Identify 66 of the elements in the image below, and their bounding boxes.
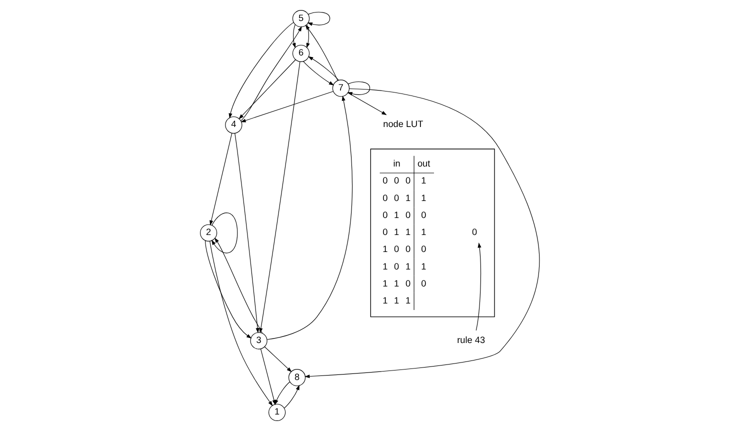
arrow — [475, 242, 481, 331]
label: 1 — [420, 176, 426, 186]
arrow — [302, 61, 334, 86]
label: 0 — [382, 176, 388, 186]
cluster — [370, 148, 494, 318]
node-circle: 3 — [250, 332, 267, 350]
arrow — [228, 22, 294, 118]
node-circle: 7 — [332, 80, 350, 97]
arrow — [306, 12, 330, 26]
label: 1 — [404, 227, 410, 238]
arrow — [292, 24, 296, 48]
label: 0 — [404, 278, 410, 288]
label: 0 — [394, 176, 399, 186]
arrow — [234, 133, 259, 334]
label: 1 — [382, 261, 388, 272]
label: in — [392, 158, 400, 169]
label: 0 — [404, 210, 410, 220]
label: 0 — [394, 261, 399, 272]
arrow — [304, 88, 540, 378]
arrow — [238, 59, 296, 120]
label: 1 — [394, 210, 399, 220]
arrow — [264, 346, 292, 372]
arrow — [240, 91, 334, 122]
label: 0 — [420, 244, 426, 254]
arrow — [209, 133, 232, 226]
node-circle: 1 — [268, 404, 286, 421]
arrow — [304, 24, 338, 81]
label: 1 — [420, 192, 426, 203]
label: 0 — [404, 176, 410, 186]
node-text: 0 — [471, 227, 477, 238]
label: out — [416, 158, 430, 169]
label: 1 — [394, 296, 399, 306]
node-text: rule 43 — [456, 334, 485, 345]
label: 1 — [404, 296, 410, 306]
label: 1 — [404, 192, 410, 203]
label: 0 — [394, 192, 399, 203]
label: 1 — [394, 278, 399, 288]
arrow — [210, 212, 238, 254]
label: 1 — [420, 227, 426, 238]
arrow — [284, 384, 299, 408]
label: 0 — [420, 278, 426, 288]
arrow — [274, 382, 290, 405]
arrow — [209, 240, 272, 406]
label: 1 — [420, 261, 426, 272]
label: 1 — [404, 261, 410, 272]
label: 1 — [382, 278, 388, 288]
label: 0 — [394, 244, 399, 254]
arrow — [266, 96, 352, 340]
arrow — [308, 56, 338, 80]
label: 1 — [382, 244, 388, 254]
arrow — [240, 26, 302, 121]
node-circle: 2 — [200, 224, 217, 242]
label: 0 — [420, 210, 426, 220]
node-circle: 6 — [292, 44, 310, 62]
label: 0 — [404, 244, 410, 254]
node-circle: 5 — [292, 10, 310, 28]
label: 0 — [382, 210, 388, 220]
arrow — [306, 24, 310, 48]
label: 1 — [394, 227, 399, 238]
node-circle: 8 — [288, 369, 306, 386]
node-text: node LUT — [382, 119, 423, 130]
label: 1 — [382, 296, 388, 306]
label: 0 — [382, 227, 388, 238]
label: 0 — [382, 192, 388, 203]
arrow — [204, 240, 252, 338]
node-circle: 4 — [224, 116, 242, 134]
